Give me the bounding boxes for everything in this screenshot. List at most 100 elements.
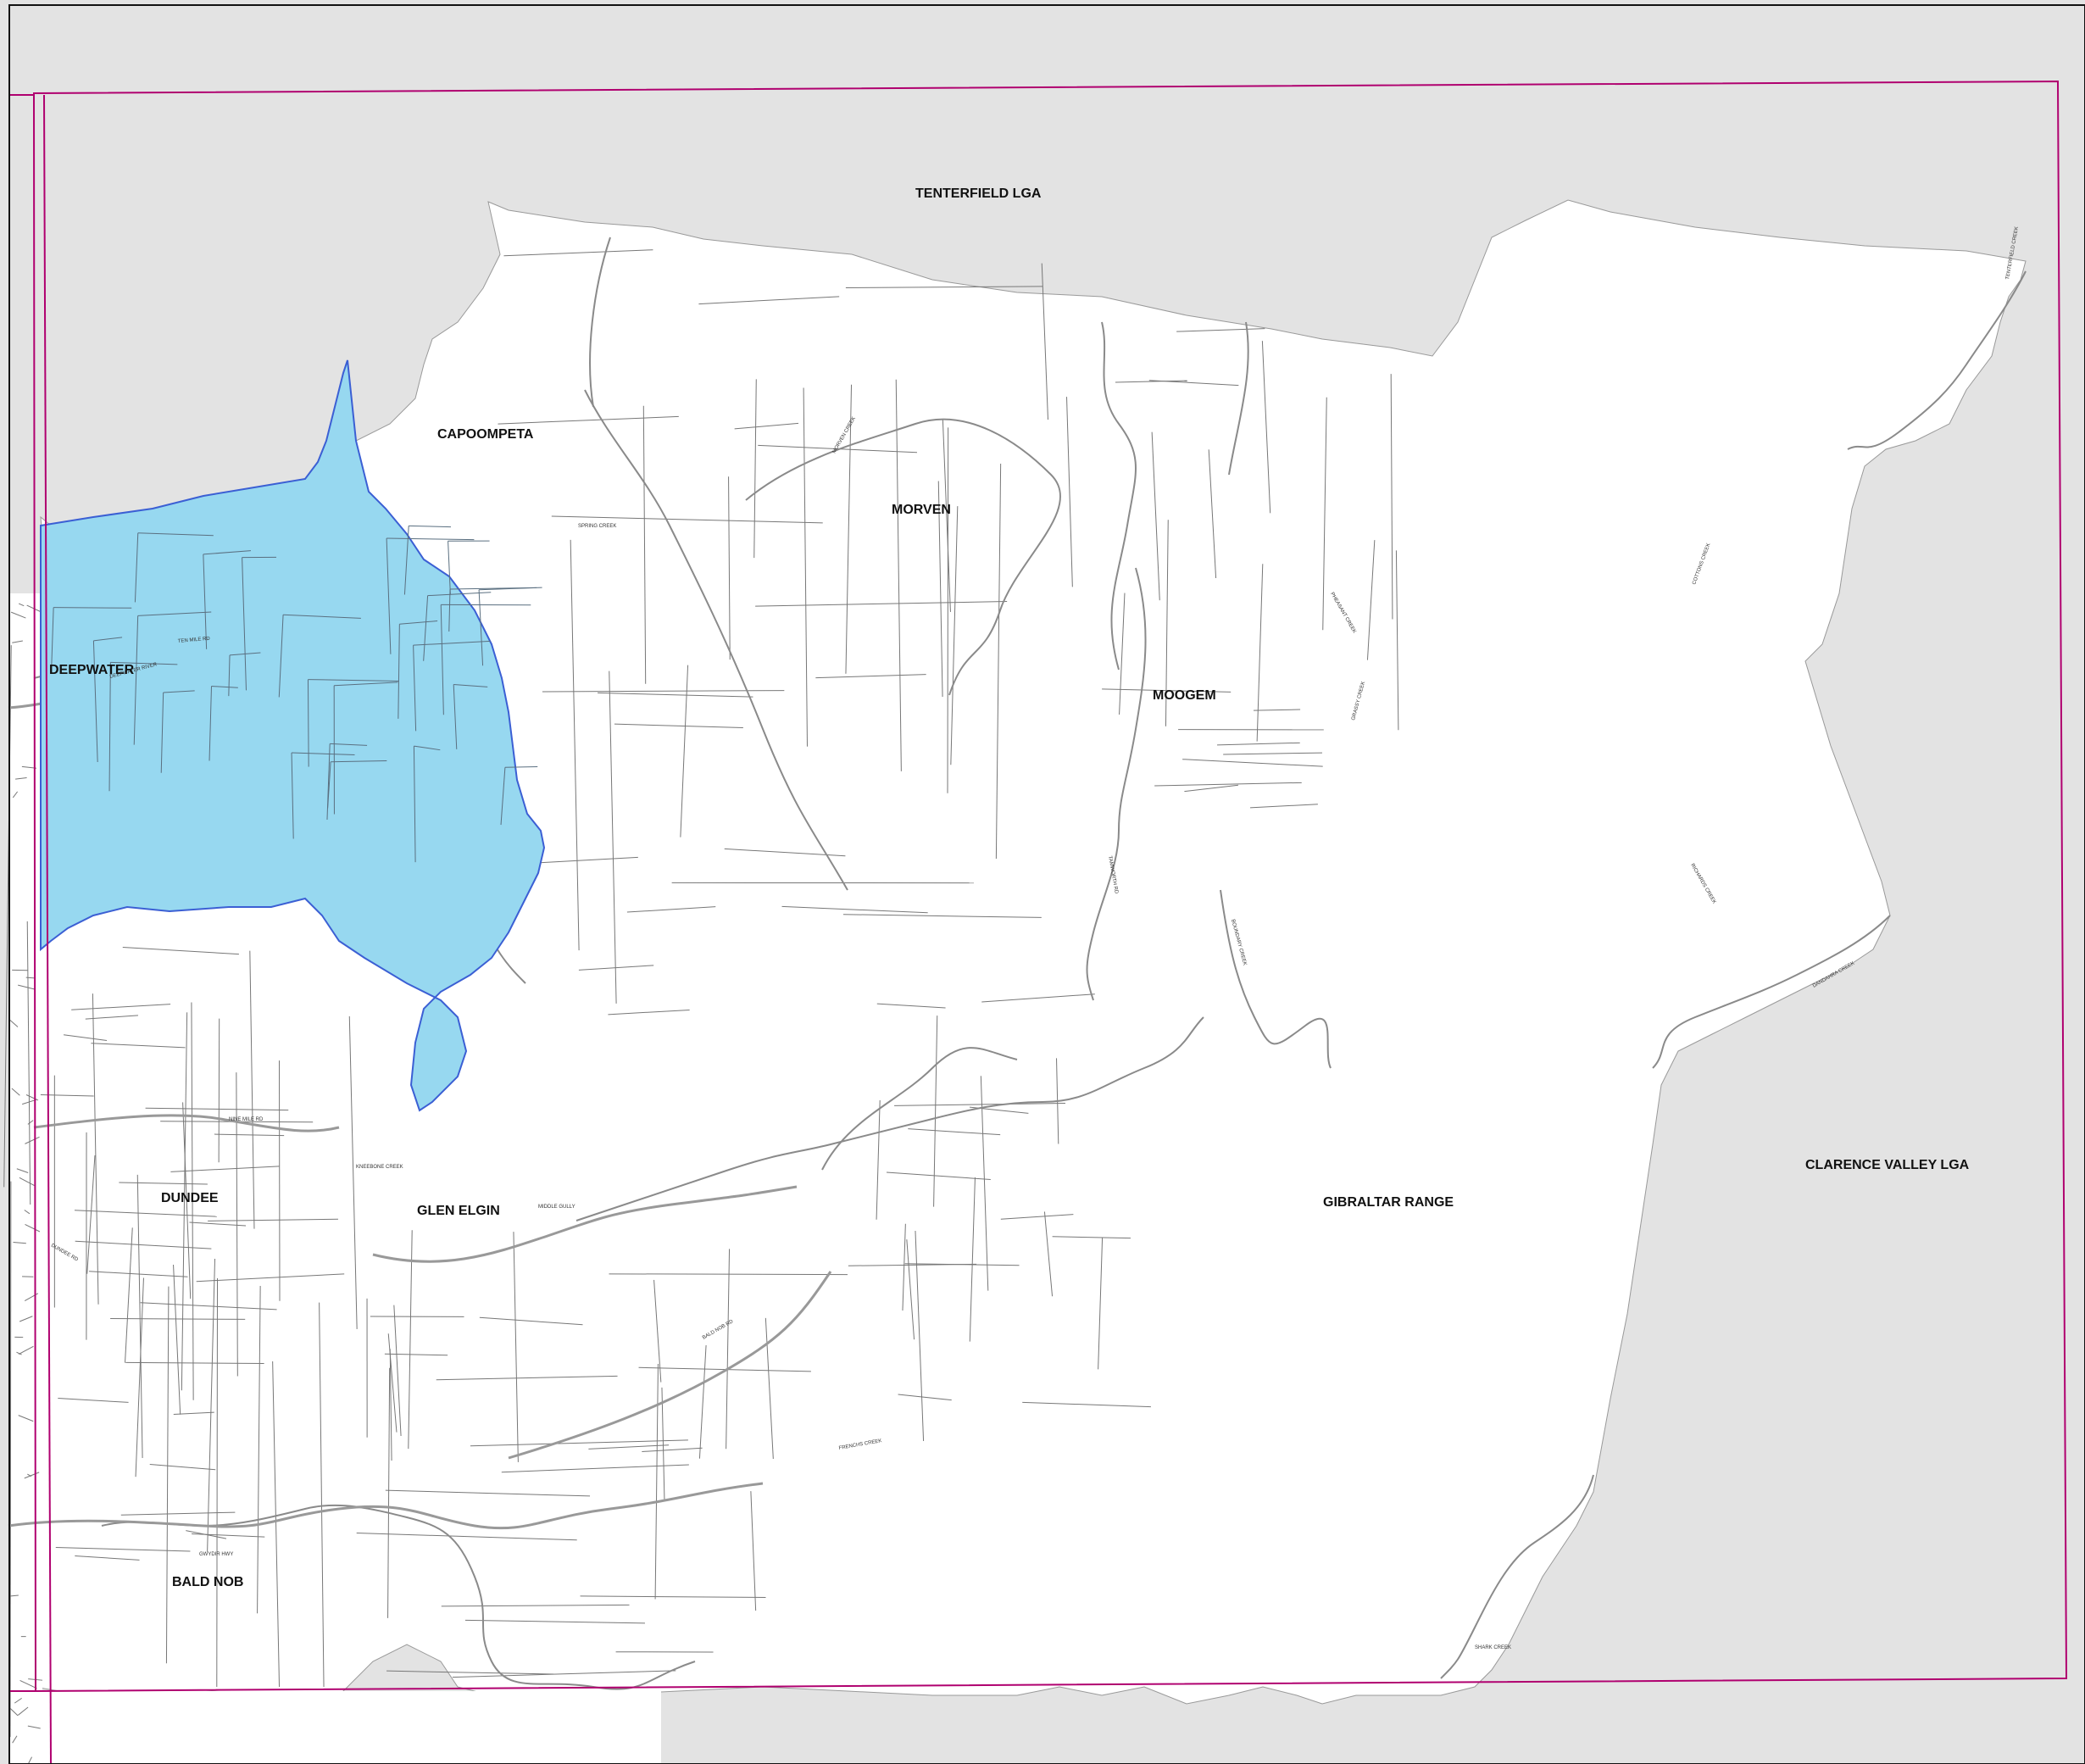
- parcel-line: [915, 1230, 925, 1442]
- creek-7: [1086, 567, 1147, 1001]
- parcel-line: [272, 1361, 281, 1688]
- parcel-line: [969, 1177, 976, 1342]
- parcel-line: [753, 379, 757, 559]
- parcel-line: [58, 1398, 129, 1403]
- parcel-line: [845, 286, 1043, 288]
- parcel-line: [279, 1060, 281, 1301]
- south-strip: [34, 1691, 661, 1764]
- parcel-line: [386, 1670, 554, 1675]
- parcel-line: [135, 1277, 144, 1477]
- parcel-line: [384, 1353, 448, 1356]
- highlight-parcel-line: [203, 554, 208, 649]
- parcel-line: [580, 1595, 766, 1599]
- parcel-line: [642, 1447, 703, 1453]
- parcel-line: [387, 1367, 391, 1618]
- parcel-line: [408, 1230, 413, 1450]
- parcel-line: [71, 1004, 171, 1010]
- parcel-line: [27, 1725, 41, 1729]
- parcel-line: [734, 422, 799, 430]
- highlight-parcel-line: [307, 679, 309, 767]
- creek-4: [745, 418, 1062, 696]
- parcel-line: [906, 1239, 915, 1340]
- highlight-parcel-line: [448, 589, 451, 632]
- parcel-line: [1066, 397, 1073, 587]
- parcel-line: [173, 1411, 214, 1415]
- parcel-line: [18, 984, 35, 990]
- parcel-line: [1154, 782, 1302, 787]
- parcel-line: [1184, 784, 1239, 793]
- parcel-line: [1041, 263, 1048, 420]
- parcel-line: [608, 1010, 690, 1016]
- creek-3: [589, 236, 611, 408]
- parcel-line: [356, 1532, 577, 1541]
- parcel-line: [249, 950, 255, 1229]
- parcel-line: [626, 906, 716, 913]
- highlight-parcel-line: [108, 662, 111, 792]
- parcel-line: [995, 463, 1002, 860]
- parcel-line: [25, 1223, 41, 1233]
- parcel-line: [1151, 431, 1160, 601]
- parcel-line: [1102, 688, 1232, 693]
- parcel-line: [876, 1003, 946, 1009]
- highlight-parcel-line: [453, 684, 458, 749]
- parcel-line: [513, 1232, 519, 1462]
- parcel-line: [1022, 1401, 1151, 1408]
- highlight-parcel-line: [453, 683, 488, 687]
- feature-label-middle-gully: MIDDLE GULLY: [538, 1205, 575, 1210]
- highlight-parcel-line: [450, 587, 542, 590]
- highlight-parcel-line: [308, 679, 399, 682]
- creek-9: [575, 1016, 1204, 1221]
- highlight-parcel-line: [230, 652, 261, 656]
- parcel-line: [1043, 1211, 1054, 1297]
- parcel-line: [942, 420, 951, 612]
- parcel-line: [25, 977, 36, 979]
- parcel-line: [1217, 742, 1300, 746]
- feature-label-kneebone-creek: KNEEBONE CREEK: [356, 1165, 403, 1170]
- locality-capoompeta: CAPOOMPETA: [437, 427, 534, 442]
- locality-bald-nob: BALD NOB: [172, 1575, 243, 1589]
- highlight-parcel-line: [242, 557, 247, 691]
- parcel-line: [898, 1394, 952, 1401]
- parcel-line: [181, 1012, 188, 1391]
- map-frame: [8, 4, 2085, 1764]
- parcel-line: [886, 1171, 991, 1180]
- parcel-line: [389, 1349, 392, 1461]
- lga-label-tenterfield: TENTERFIELD LGA: [915, 186, 1042, 201]
- parcel-line: [64, 1034, 108, 1041]
- highlight-parcel-line: [386, 537, 475, 541]
- highlight-parcel-line: [330, 743, 368, 746]
- highlight-parcel-line: [51, 607, 54, 673]
- parcel-line: [1261, 341, 1271, 514]
- parcel-line: [319, 1302, 325, 1688]
- parcel-line: [40, 1093, 94, 1097]
- parcel-line: [136, 1174, 143, 1459]
- planning-boundary: [32, 80, 2068, 1693]
- creek-12: [1652, 915, 1891, 1069]
- parcel-line: [908, 1128, 1001, 1136]
- locality-morven: MORVEN: [892, 503, 951, 517]
- cadastre-lines: [3, 249, 1399, 1764]
- parcel-line: [120, 1511, 236, 1516]
- parcel-line: [207, 1259, 216, 1552]
- highlight-parcel-line: [478, 589, 484, 666]
- parcel-line: [16, 1351, 22, 1355]
- parcel-line: [724, 848, 846, 857]
- parcel-line: [895, 379, 902, 771]
- west-strip: [8, 593, 42, 1763]
- parcel-line: [257, 1285, 261, 1614]
- parcel-line: [470, 1439, 688, 1447]
- parcel-line: [24, 1472, 40, 1479]
- parcel-line: [145, 1107, 289, 1111]
- creek-5: [1101, 321, 1137, 671]
- parcel-line: [845, 384, 853, 674]
- parcel-line: [479, 1316, 583, 1326]
- parcel-line: [16, 1168, 29, 1173]
- parcel-line: [12, 1735, 18, 1744]
- highlight-parcel-line: [137, 532, 214, 537]
- parcel-line: [18, 603, 25, 607]
- creek-14: [821, 1047, 1018, 1171]
- parcel-line: [28, 1756, 33, 1764]
- highlight-parcel-line: [291, 752, 294, 839]
- parcel-line: [173, 1264, 181, 1415]
- parcel-line: [750, 1491, 757, 1611]
